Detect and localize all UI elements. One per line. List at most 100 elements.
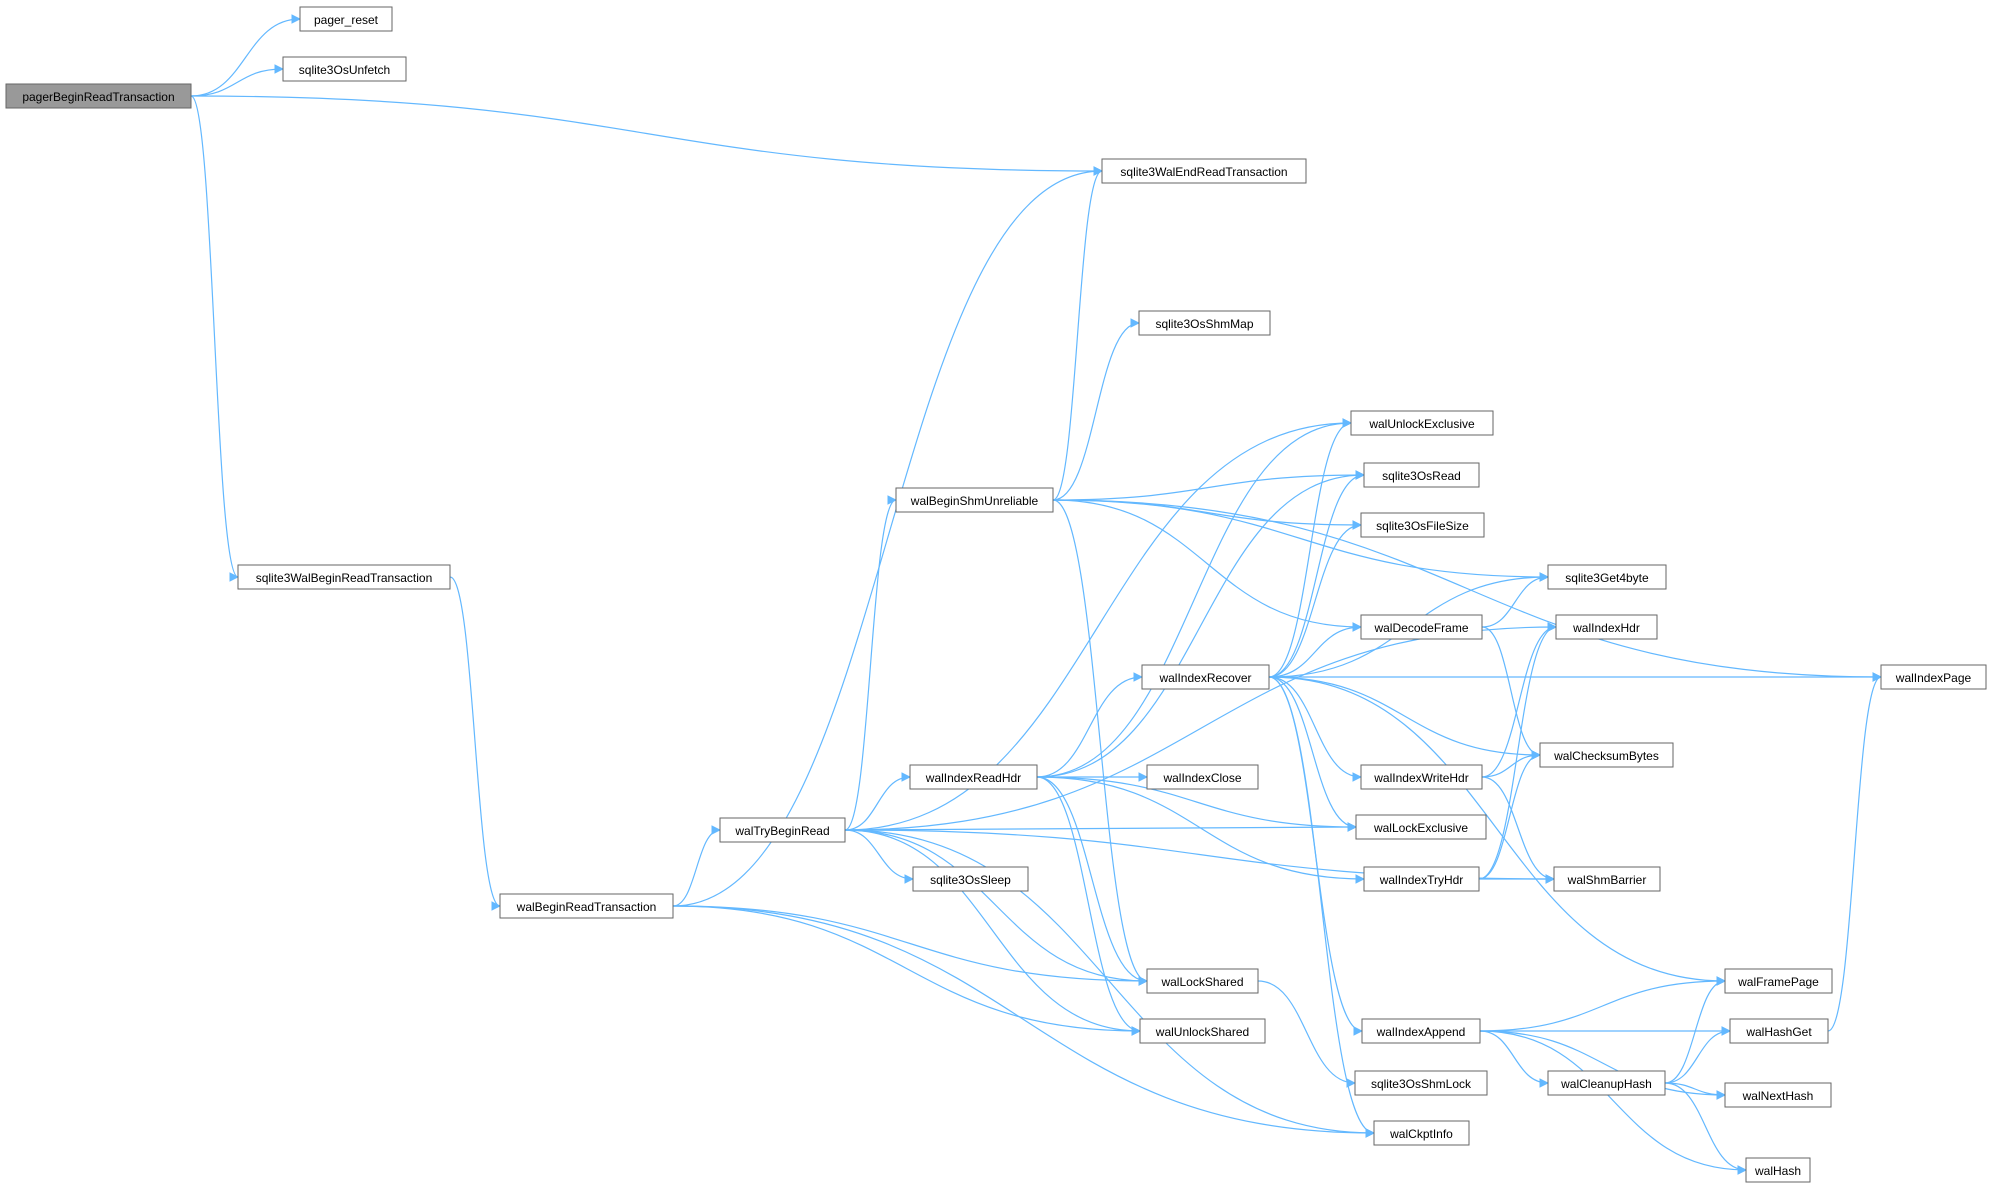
edge-pagerBeginReadTransaction-to-sqlite3WalBeginReadTransaction: [190, 95, 239, 582]
node-pagerBeginReadTransaction[interactable]: pagerBeginReadTransaction: [5, 83, 192, 109]
node-box: [1360, 512, 1485, 538]
node-walTryBeginRead[interactable]: walTryBeginRead: [719, 817, 846, 843]
node-walCkptInfo[interactable]: walCkptInfo: [1373, 1120, 1470, 1146]
edge-walCleanupHash-to-walNextHash: [1664, 1082, 1726, 1100]
edge-path: [190, 95, 1103, 176]
node-sqlite3WalEndReadTransaction[interactable]: sqlite3WalEndReadTransaction: [1101, 158, 1307, 184]
node-label: walIndexReadHdr: [925, 771, 1021, 785]
node-box: [1360, 764, 1483, 790]
node-walUnlockExclusive[interactable]: walUnlockExclusive: [1350, 410, 1494, 436]
edge-path: [1478, 622, 1557, 880]
node-walHash[interactable]: walHash: [1745, 1157, 1811, 1183]
node-walLockExclusive[interactable]: walLockExclusive: [1355, 814, 1487, 840]
node-label: sqlite3OsShmMap: [1155, 317, 1253, 331]
node-sqlite3OsSleep[interactable]: sqlite3OsSleep: [912, 866, 1029, 892]
edge-path: [844, 829, 914, 884]
node-label: walIndexHdr: [1572, 621, 1640, 635]
edge-walIndexRecover-to-walFramePage: [1268, 676, 1726, 986]
node-walDecodeFrame[interactable]: walDecodeFrame: [1360, 614, 1483, 640]
node-walBeginShmUnreliable[interactable]: walBeginShmUnreliable: [895, 487, 1054, 513]
node-walHashGet[interactable]: walHashGet: [1729, 1018, 1829, 1044]
edge-path: [1481, 622, 1557, 778]
node-box: [1555, 614, 1658, 640]
edge-path: [844, 829, 1141, 1036]
node-label: walHash: [1754, 1164, 1801, 1178]
edge-walBeginReadTransaction-to-sqlite3WalEndReadTransaction: [672, 166, 1103, 907]
edge-walCleanupHash-to-walHash: [1664, 1082, 1747, 1175]
node-box: [1547, 564, 1667, 590]
node-walIndexRecover[interactable]: walIndexRecover: [1141, 664, 1270, 690]
node-box: [1553, 866, 1661, 892]
node-sqlite3OsShmLock[interactable]: sqlite3OsShmLock: [1354, 1070, 1488, 1096]
node-walIndexTryHdr[interactable]: walIndexTryHdr: [1363, 866, 1480, 892]
node-walChecksumBytes[interactable]: walChecksumBytes: [1539, 742, 1674, 768]
node-sqlite3OsShmMap[interactable]: sqlite3OsShmMap: [1138, 310, 1271, 336]
edge-walIndexTryHdr-to-walChecksumBytes: [1478, 750, 1541, 880]
edge-path: [1268, 470, 1365, 678]
node-box: [282, 56, 407, 82]
node-walShmBarrier[interactable]: walShmBarrier: [1553, 866, 1661, 892]
edge-walDecodeFrame-to-sqlite3Get4byte: [1481, 572, 1549, 628]
edge-walBeginShmUnreliable-to-walLockShared: [1052, 499, 1148, 986]
edge-walIndexRecover-to-walLockExclusive: [1268, 676, 1357, 832]
node-sqlite3OsFileSize[interactable]: sqlite3OsFileSize: [1360, 512, 1485, 538]
node-box: [1363, 866, 1480, 892]
node-pager_reset[interactable]: pager_reset: [299, 6, 393, 32]
node-box: [299, 6, 393, 32]
edge-walIndexReadHdr-to-walLockShared: [1036, 776, 1148, 986]
edge-path: [844, 622, 1557, 831]
edge-path: [844, 829, 1148, 986]
edge-path: [1481, 626, 1541, 760]
node-walFramePage[interactable]: walFramePage: [1724, 968, 1833, 994]
edge-walBeginShmUnreliable-to-walDecodeFrame: [1052, 499, 1362, 632]
node-sqlite3WalBeginReadTransaction[interactable]: sqlite3WalBeginReadTransaction: [237, 564, 451, 590]
edge-path: [1052, 499, 1362, 632]
node-label: sqlite3OsUnfetch: [299, 63, 390, 77]
edge-walTryBeginRead-to-walLockShared: [844, 829, 1148, 986]
node-box: [1354, 1070, 1488, 1096]
edge-path: [844, 495, 897, 831]
node-box: [237, 564, 451, 590]
node-label: walIndexWriteHdr: [1373, 771, 1468, 785]
edge-path: [672, 905, 1375, 1138]
edge-walDecodeFrame-to-walChecksumBytes: [1481, 626, 1541, 760]
node-walCleanupHash[interactable]: walCleanupHash: [1547, 1070, 1666, 1096]
node-walIndexPage[interactable]: walIndexPage: [1880, 664, 1987, 690]
node-sqlite3OsRead[interactable]: sqlite3OsRead: [1363, 462, 1480, 488]
node-label: sqlite3OsRead: [1382, 469, 1461, 483]
node-label: walIndexTryHdr: [1379, 873, 1464, 887]
node-walIndexAppend[interactable]: walIndexAppend: [1361, 1018, 1481, 1044]
node-label: pager_reset: [314, 13, 379, 27]
edge-path: [672, 905, 1141, 1036]
node-sqlite3Get4byte[interactable]: sqlite3Get4byte: [1547, 564, 1667, 590]
node-sqlite3OsUnfetch[interactable]: sqlite3OsUnfetch: [282, 56, 407, 82]
edge-path: [1052, 166, 1103, 501]
edge-path: [1479, 1030, 1747, 1175]
edge-sqlite3WalBeginReadTransaction-to-walBeginReadTransaction: [449, 576, 501, 911]
node-walNextHash[interactable]: walNextHash: [1724, 1082, 1832, 1108]
node-walIndexReadHdr[interactable]: walIndexReadHdr: [909, 764, 1038, 790]
node-label: walLockShared: [1160, 975, 1243, 989]
node-walIndexClose[interactable]: walIndexClose: [1146, 764, 1259, 790]
node-box: [1880, 664, 1987, 690]
edge-walTryBeginRead-to-walLockExclusive: [844, 822, 1357, 832]
edge-walTryBeginRead-to-walCkptInfo: [844, 829, 1375, 1138]
edge-path: [844, 829, 1375, 1138]
node-label: sqlite3WalEndReadTransaction: [1120, 165, 1287, 179]
node-walIndexWriteHdr[interactable]: walIndexWriteHdr: [1360, 764, 1483, 790]
node-walUnlockShared[interactable]: walUnlockShared: [1139, 1018, 1266, 1044]
node-box: [909, 764, 1038, 790]
node-walLockShared[interactable]: walLockShared: [1146, 968, 1259, 994]
node-walIndexHdr[interactable]: walIndexHdr: [1555, 614, 1658, 640]
node-label: walIndexClose: [1162, 771, 1241, 785]
edge-walTryBeginRead-to-walIndexReadHdr: [844, 772, 911, 831]
edge-walTryBeginRead-to-walIndexHdr: [844, 622, 1557, 831]
edge-walBeginShmUnreliable-to-sqlite3Get4byte: [1052, 499, 1549, 582]
node-layer: pagerBeginReadTransaction pager_resetsqli…: [5, 6, 1987, 1183]
edge-path: [1052, 499, 1882, 682]
node-label: sqlite3OsFileSize: [1376, 519, 1469, 533]
node-label: pagerBeginReadTransaction: [22, 90, 174, 104]
node-walBeginReadTransaction[interactable]: walBeginReadTransaction: [499, 893, 674, 919]
node-label: walIndexAppend: [1376, 1025, 1466, 1039]
node-label: walFramePage: [1737, 975, 1819, 989]
